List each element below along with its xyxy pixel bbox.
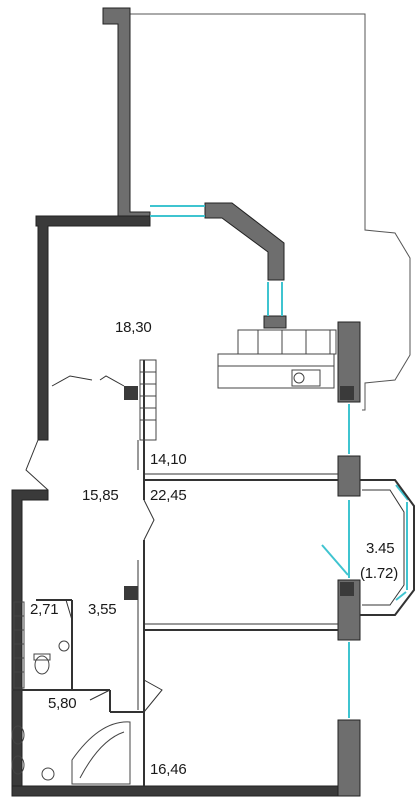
windows xyxy=(150,205,409,718)
exterior-walls xyxy=(11,7,361,797)
room-area-loggia: 3.45 xyxy=(366,540,394,557)
room-area-bedroom-2: 16,46 xyxy=(150,761,187,778)
loggia-bay xyxy=(360,479,415,616)
room-area-bathroom: 5,80 xyxy=(48,695,76,712)
room-labels: 18,30 14,10 15,85 22,45 2,71 3,55 5,80 1… xyxy=(30,319,398,778)
room-area-bedroom-1: 22,45 xyxy=(150,487,187,504)
wardrobe-shelves xyxy=(13,601,25,689)
shelving xyxy=(139,359,157,441)
doors xyxy=(25,375,163,713)
room-area-kitchen: 14,10 xyxy=(150,451,187,468)
room-area-corridor: 3,55 xyxy=(88,601,116,618)
room-area-loggia-reduced: (1.72) xyxy=(360,565,398,582)
terrace-outline xyxy=(125,13,411,411)
room-area-hall: 15,85 xyxy=(82,487,119,504)
room-area-living-room: 18,30 xyxy=(115,319,152,336)
interior-walls xyxy=(12,360,338,786)
kitchen-counter xyxy=(217,329,337,389)
bathroom-fixtures xyxy=(11,640,131,785)
room-area-wardrobe: 2,71 xyxy=(30,601,58,618)
columns xyxy=(124,386,354,600)
